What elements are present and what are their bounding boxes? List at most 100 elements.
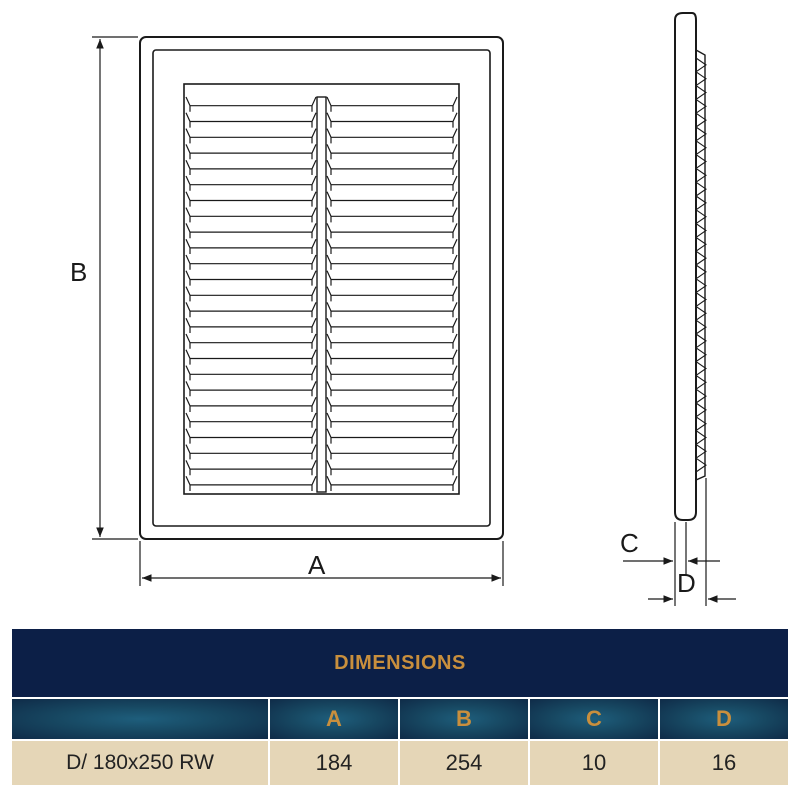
louver-slat (185, 396, 317, 412)
side-louver-tooth (695, 347, 707, 363)
header-b: B (400, 699, 528, 739)
side-louver-tooth (695, 112, 707, 128)
louver-slat (326, 286, 458, 302)
side-louver-tooth (695, 319, 707, 335)
louver-slat (185, 381, 317, 397)
side-frame (674, 12, 697, 521)
louver-slat (326, 128, 458, 144)
louver-slat (185, 333, 317, 349)
louver-slat (185, 270, 317, 286)
louver-slat (185, 286, 317, 302)
side-louver-tooth (695, 361, 707, 376)
side-louver-tooth (695, 250, 707, 266)
louver-slat (326, 159, 458, 175)
dimension-b (92, 36, 138, 540)
louver-slat (326, 317, 458, 333)
dimension-c-d (623, 478, 736, 606)
louver-slat (185, 365, 317, 381)
side-louver-tooth (695, 195, 707, 211)
model-name: D/ 180x250 RW (12, 741, 268, 785)
side-louver-tooth (695, 209, 707, 225)
header-a: A (270, 699, 398, 739)
dimension-c-label: C (620, 528, 639, 558)
louver-slat (185, 412, 317, 428)
louver-slat (185, 317, 317, 333)
side-louver-tooth (695, 402, 707, 418)
side-louver-tooth (695, 292, 707, 307)
side-louver-tooth (695, 374, 707, 390)
louver-slat (185, 144, 317, 160)
louver-slat (185, 475, 317, 491)
front-view (139, 36, 504, 540)
louver-slat (326, 207, 458, 223)
value-d: 16 (660, 741, 788, 785)
table-title-row: DIMENSIONS (12, 629, 788, 697)
side-louver-tooth (695, 416, 707, 432)
louver-slat (326, 460, 458, 476)
louver-slat (185, 96, 317, 112)
dimension-a (139, 541, 504, 586)
louver-slat (185, 175, 317, 191)
louver-slats (185, 96, 458, 491)
side-louver-tooth (695, 333, 707, 349)
louver-slat (185, 302, 317, 318)
louver-slat (326, 349, 458, 365)
louver-slat (326, 365, 458, 381)
louver-slat (326, 223, 458, 239)
louver-slat (326, 96, 458, 112)
side-louver-tooth (695, 388, 707, 404)
side-louver-tooth (695, 167, 707, 183)
side-louver-tooth (695, 278, 707, 294)
louver-slat (185, 112, 317, 128)
header-c: C (530, 699, 658, 739)
side-view (674, 12, 707, 521)
louver-slat (326, 396, 458, 412)
side-louver-tooth (695, 223, 707, 238)
header-d: D (660, 699, 788, 739)
value-c: 10 (530, 741, 658, 785)
louver-slat (185, 349, 317, 365)
dimension-b-label: B (70, 257, 87, 287)
dimension-d-label: D (677, 568, 696, 598)
louver-slat (185, 128, 317, 144)
side-louver-tooth (695, 264, 707, 280)
dimension-a-label: A (308, 550, 326, 580)
louver-slat (185, 159, 317, 175)
louver-slat (326, 428, 458, 444)
louver-slat (326, 475, 458, 491)
side-louver-tooth (695, 98, 707, 114)
louver-slat (326, 238, 458, 254)
louver-slat (185, 254, 317, 270)
technical-drawing: B A C D (70, 12, 736, 606)
side-louver-tooth (695, 57, 707, 73)
louver-slat (326, 270, 458, 286)
side-louver-tooth (695, 71, 707, 87)
louver-slat (326, 333, 458, 349)
side-louver-tooth (695, 443, 707, 459)
side-louver-tooth (695, 457, 707, 473)
dimensions-table: DIMENSIONS A B C D D/ 180x250 RW 184 254… (10, 627, 790, 787)
inner-frame (152, 49, 491, 527)
table-title: DIMENSIONS (12, 629, 788, 697)
table-header-row: A B C D (12, 699, 788, 739)
louver-slat (326, 444, 458, 460)
header-model (12, 699, 268, 739)
side-louver-tooth (695, 126, 707, 142)
center-rib (316, 96, 327, 493)
side-louver-tooth (695, 140, 707, 156)
side-louver-tooth (695, 430, 707, 445)
value-b: 254 (400, 741, 528, 785)
side-louver-tooth (695, 154, 707, 169)
louver-slat (326, 412, 458, 428)
louver-slat (326, 302, 458, 318)
side-louver-teeth (695, 57, 707, 473)
louver-slat (185, 207, 317, 223)
louver-slat (326, 175, 458, 191)
louver-slat (326, 254, 458, 270)
louver-slat (326, 144, 458, 160)
louver-slat (185, 238, 317, 254)
value-a: 184 (270, 741, 398, 785)
side-step (695, 49, 706, 481)
louver-slat (326, 381, 458, 397)
louver-slat (185, 191, 317, 207)
